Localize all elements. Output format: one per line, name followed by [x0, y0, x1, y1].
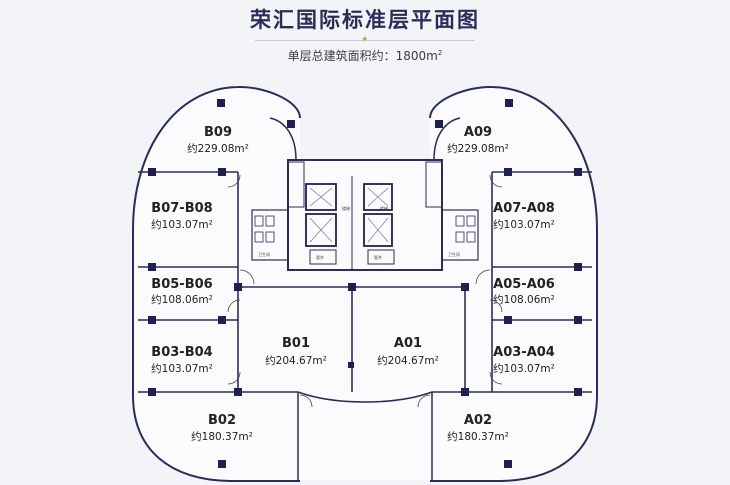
door-swings — [227, 174, 503, 408]
wc-label-left: 卫生间 — [258, 251, 270, 257]
unit-name-b07: B07-B08 — [151, 201, 212, 216]
structural-columns — [148, 99, 582, 468]
unit-name-b01: B01 — [282, 336, 310, 351]
unit-area-b01: 约204.67m² — [265, 354, 327, 367]
well-label-right: 管井 — [374, 254, 382, 260]
unit-area-a01: 约204.67m² — [377, 354, 439, 367]
wc-label-right: 卫生间 — [448, 251, 460, 257]
unit-name-a02: A02 — [464, 413, 492, 428]
inner-curve-left — [269, 117, 297, 161]
unit-area-a03: 约103.07m² — [493, 362, 555, 375]
stair-label-left: 楼梯 — [342, 205, 350, 211]
inner-curve-right — [433, 117, 461, 161]
bottom-curve-left — [297, 391, 366, 403]
unit-area-a05: 约108.06m² — [493, 293, 555, 306]
subtitle-sup: 2 — [437, 49, 443, 57]
unit-name-a09: A09 — [464, 125, 492, 140]
unit-area-b09: 约229.08m² — [187, 142, 249, 155]
service-core: 楼梯 楼梯 管井 管井 卫生间 卫生间 — [251, 159, 479, 271]
well-label-left: 管井 — [316, 254, 324, 260]
unit-name-a07: A07-A08 — [493, 201, 555, 216]
unit-area-b07: 约103.07m² — [151, 218, 213, 231]
bottom-curve-right — [364, 391, 433, 403]
unit-area-a07: 约103.07m² — [493, 218, 555, 231]
page-title: 荣汇国际标准层平面图 — [250, 8, 480, 32]
divider-ornament-icon: ✦ — [361, 35, 369, 45]
unit-name-a03: A03-A04 — [493, 345, 555, 360]
unit-name-a01: A01 — [394, 336, 422, 351]
unit-name-b03: B03-B04 — [151, 345, 212, 360]
unit-name-b02: B02 — [208, 413, 236, 428]
unit-area-b05: 约108.06m² — [151, 293, 213, 306]
stair-label-right: 楼梯 — [380, 205, 388, 211]
total-area-subtitle: 单层总建筑面积约：1800m2 — [0, 47, 730, 64]
unit-area-b03: 约103.07m² — [151, 362, 213, 375]
unit-area-a02: 约180.37m² — [447, 430, 509, 443]
title-divider — [255, 40, 475, 41]
subtitle-text: 单层总建筑面积约：1800m — [287, 49, 438, 63]
unit-area-b02: 约180.37m² — [191, 430, 253, 443]
unit-name-b05: B05-B06 — [151, 277, 212, 292]
unit-name-b09: B09 — [204, 125, 232, 140]
unit-name-a05: A05-A06 — [493, 277, 555, 292]
building-outline — [132, 85, 598, 482]
unit-area-a09: 约229.08m² — [447, 142, 509, 155]
